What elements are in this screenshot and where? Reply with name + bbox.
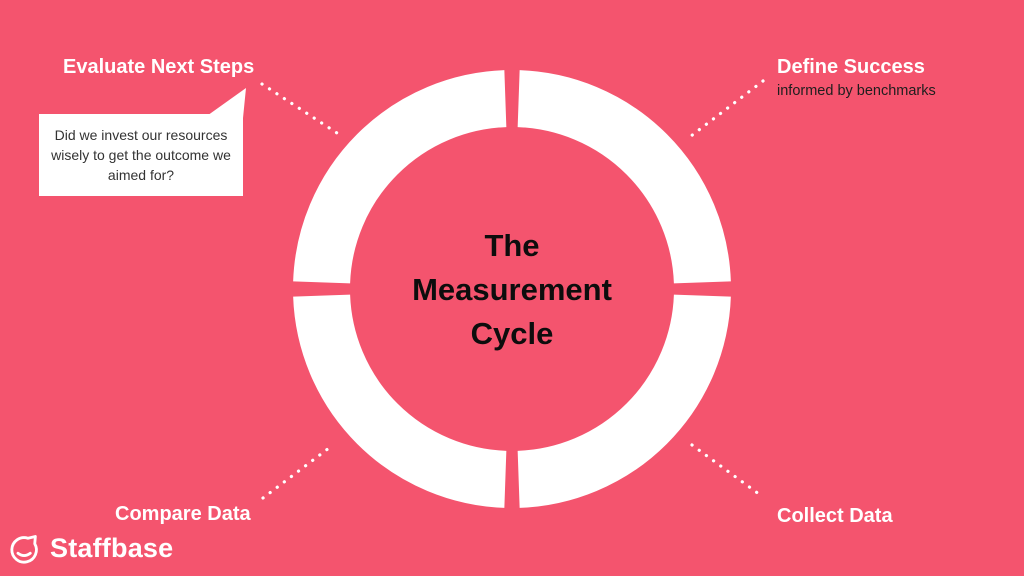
ring-segment-top-right [517, 70, 731, 284]
staffbase-logo-wordmark: Staffbase [50, 532, 174, 563]
ring-segment-top-left [293, 70, 507, 284]
staffbase-logo: Staffbase [9, 531, 173, 565]
staffbase-smiley-bubble-icon [10, 535, 38, 564]
step-label-evaluate-next-steps: Evaluate Next Steps [63, 56, 255, 78]
speech-bubble-pointer [204, 88, 246, 118]
step-label-collect-data: Collect Data [777, 505, 893, 527]
dotted-connector-top-left [260, 82, 339, 135]
step-label-define-success: Define Success [777, 56, 925, 78]
dotted-connector-bottom-left [261, 443, 335, 500]
step-label-compare-data: Compare Data [115, 503, 251, 525]
dotted-connector-bottom-right [690, 443, 765, 499]
speech-bubble-text: Did we invest our resources wisely to ge… [51, 127, 231, 183]
step-sublabel-informed-by-benchmarks: informed by benchmarks [777, 83, 936, 99]
cycle-ring [293, 70, 731, 508]
cycle-title: The Measurement Cycle [412, 228, 612, 351]
dotted-connector-top-right [689, 79, 765, 138]
speech-bubble: Did we invest our resources wisely to ge… [39, 114, 243, 196]
ring-segment-bottom-left [293, 294, 507, 508]
ring-segment-bottom-right [517, 294, 731, 508]
